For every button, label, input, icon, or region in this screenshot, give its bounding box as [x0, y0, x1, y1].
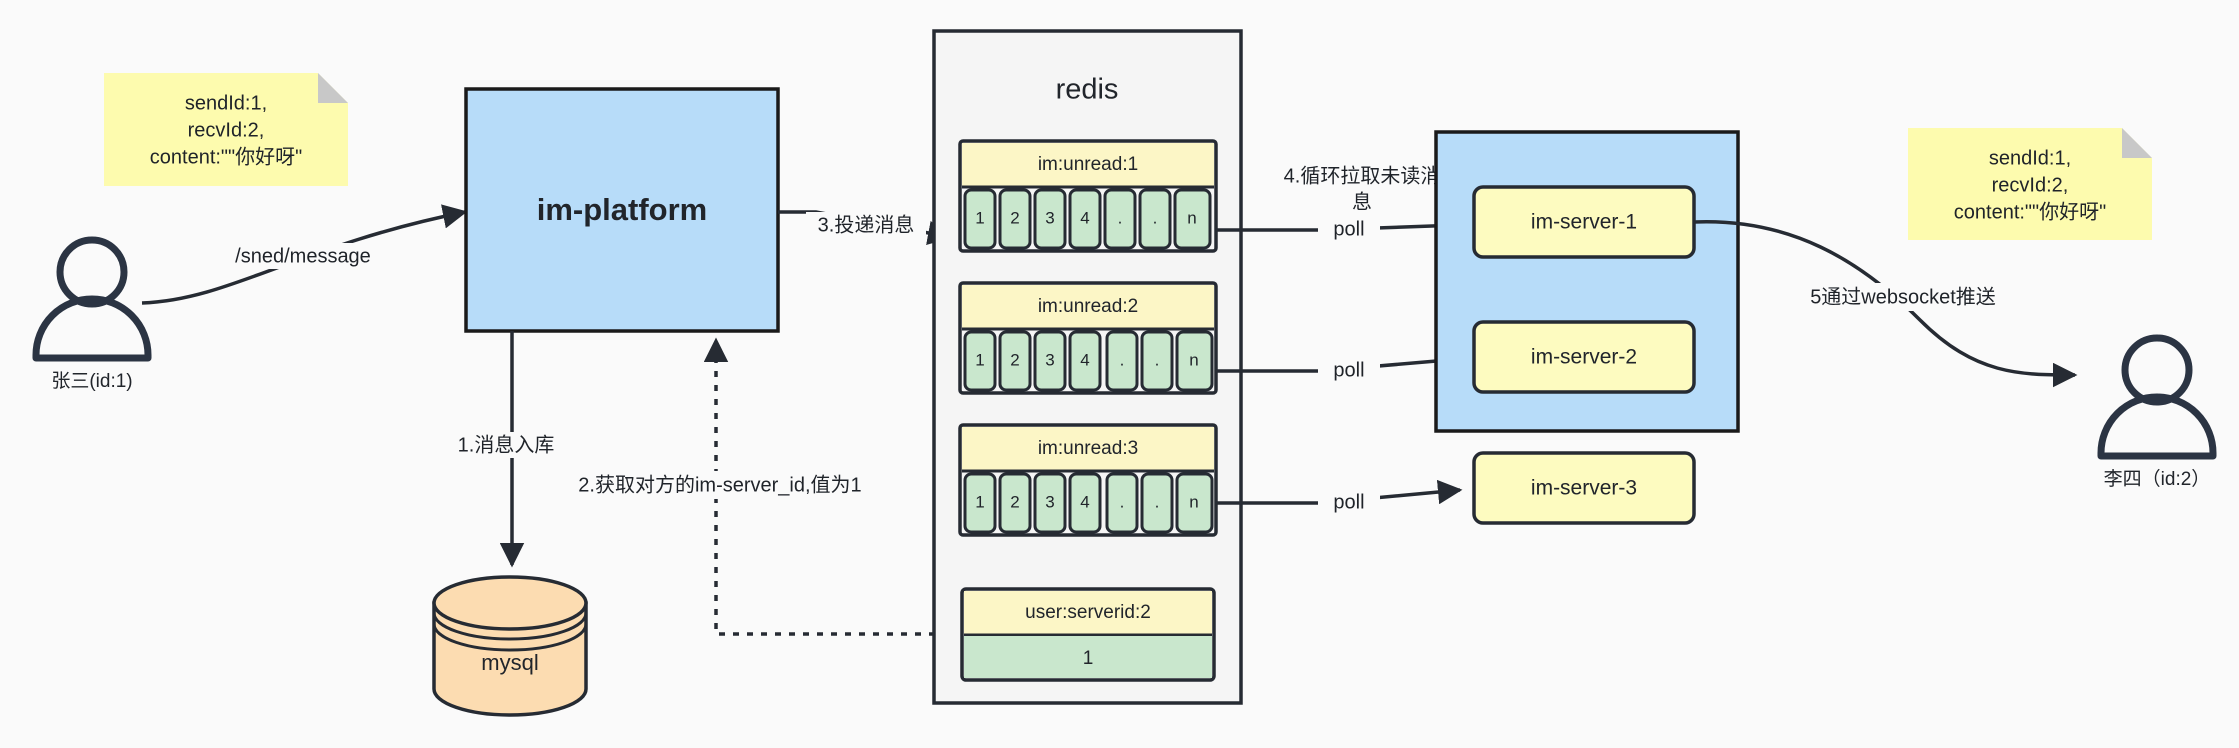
- note-right-line-1: sendId:1,: [1989, 147, 2071, 169]
- queue-2-cell-2: 3: [1045, 350, 1054, 369]
- queue-2-cell-3: 4: [1080, 350, 1089, 369]
- note-left-line-2: recvId:2,: [188, 119, 265, 141]
- note-right-line-3: content:""你好呀": [1954, 200, 2106, 223]
- queue-1-cell-2: 3: [1045, 208, 1054, 227]
- node-im-server-1[interactable]: im-server-1: [1472, 185, 1696, 259]
- queue-1-cell-5: .: [1153, 208, 1158, 227]
- edge-label-poll-2: poll: [1333, 359, 1364, 381]
- queue-3-cell-0: 1: [975, 492, 984, 511]
- edge-label-step4-line1: 4.循环拉取未读消: [1284, 164, 1441, 187]
- edge-label-step2: 2.获取对方的im-server_id,值为1: [578, 473, 861, 496]
- note-left-line-1: sendId:1,: [185, 92, 267, 114]
- node-mysql[interactable]: mysql: [432, 575, 588, 717]
- queue-3-cell-1: 2: [1010, 492, 1019, 511]
- node-im-server-2[interactable]: im-server-2: [1472, 320, 1696, 394]
- queue-2-cell-5: .: [1155, 350, 1160, 369]
- edge-label-send-message: /sned/message: [235, 245, 371, 267]
- queue-1-key: im:unread:1: [1038, 154, 1138, 175]
- message-payload-note-left: sendId:1, recvId:2, content:""你好呀": [104, 73, 348, 186]
- person-icon-receiver: [2097, 334, 2217, 460]
- redis-kv-value: 1: [1083, 648, 1094, 669]
- edge-label-step1: 1.消息入库: [458, 433, 555, 456]
- mysql-label: mysql: [481, 650, 538, 675]
- queue-1-cell-0: 1: [975, 208, 984, 227]
- queue-2-cell-6: n: [1189, 350, 1198, 369]
- queue-1-cells: 1 2 3 4 . . n: [963, 188, 1212, 250]
- message-payload-note-right: sendId:1, recvId:2, content:""你好呀": [1908, 128, 2152, 240]
- redis-label: redis: [1056, 74, 1119, 106]
- queue-1-cell-1: 2: [1010, 208, 1019, 227]
- im-server-2-label: im-server-2: [1531, 346, 1637, 369]
- edge-label-step3: 3.投递消息: [818, 213, 915, 236]
- queue-2-key: im:unread:2: [1038, 296, 1138, 317]
- queue-1-cell-4: .: [1118, 208, 1123, 227]
- im-server-1-label: im-server-1: [1531, 211, 1637, 234]
- im-server-3-label: im-server-3: [1531, 477, 1637, 500]
- queue-1-cell-6: n: [1187, 208, 1196, 227]
- edge-label-step5: 5通过websocket推送: [1810, 285, 1996, 308]
- queue-2-cells: 1 2 3 4 . . n: [963, 330, 1214, 392]
- queue-3-cells: 1 2 3 4 . . n: [963, 472, 1214, 534]
- receiver-label: 李四（id:2）: [2104, 468, 2211, 490]
- edge-server-to-receiver: [1693, 220, 2078, 388]
- node-im-platform[interactable]: im-platform: [464, 87, 780, 333]
- queue-2-cell-4: .: [1120, 350, 1125, 369]
- person-icon-sender: [32, 236, 152, 362]
- im-platform-label: im-platform: [537, 192, 708, 227]
- queue-2-cell-1: 2: [1010, 350, 1019, 369]
- queue-2-cell-0: 1: [975, 350, 984, 369]
- queue-3-key: im:unread:3: [1038, 438, 1138, 459]
- node-im-server-3[interactable]: im-server-3: [1472, 451, 1696, 525]
- redis-queue-im-unread-1[interactable]: im:unread:1 1 2 3 4 . . n: [958, 139, 1218, 253]
- queue-3-cell-5: .: [1155, 492, 1160, 511]
- edge-label-poll-1: poll: [1333, 218, 1364, 240]
- queue-1-cell-3: 4: [1080, 208, 1089, 227]
- note-left-line-3: content:""你好呀": [150, 145, 302, 168]
- redis-kv-user-serverid[interactable]: user:serverid:2 1: [960, 587, 1216, 682]
- note-right-line-2: recvId:2,: [1992, 174, 2069, 196]
- edge-label-poll-3: poll: [1333, 491, 1364, 513]
- queue-3-cell-4: .: [1120, 492, 1125, 511]
- edge-label-step4-line2: 息: [1352, 190, 1372, 213]
- redis-queue-im-unread-2[interactable]: im:unread:2 1 2 3 4 . . n: [958, 281, 1218, 395]
- queue-3-cell-6: n: [1189, 492, 1198, 511]
- queue-3-cell-2: 3: [1045, 492, 1054, 511]
- redis-queue-im-unread-3[interactable]: im:unread:3 1 2 3 4 . . n: [958, 423, 1218, 537]
- sender-label: 张三(id:1): [51, 370, 132, 392]
- redis-kv-key: user:serverid:2: [1025, 602, 1151, 623]
- queue-3-cell-3: 4: [1080, 492, 1089, 511]
